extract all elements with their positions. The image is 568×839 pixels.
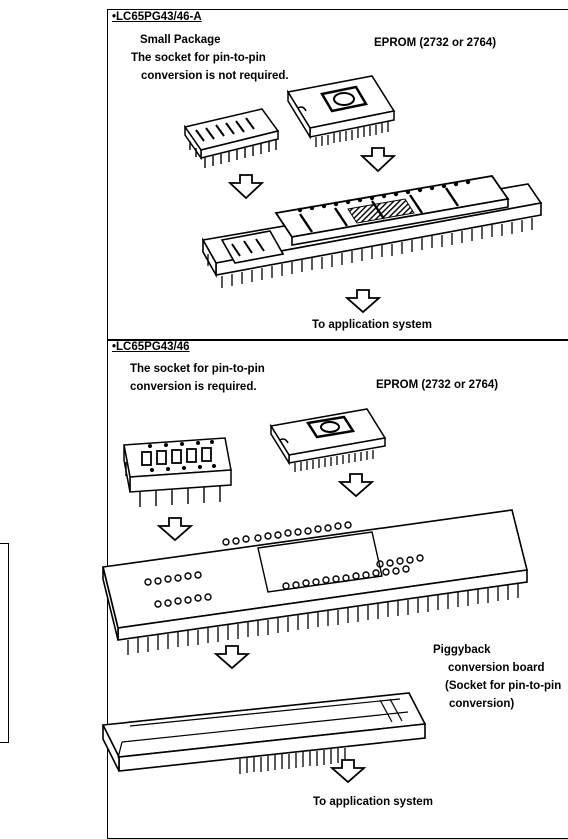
small-package-chip — [183, 108, 280, 168]
down-arrow-4 — [156, 517, 194, 542]
top-description-line-3: conversion is not required. — [141, 70, 289, 82]
bottom-description-line-1: The socket for pin-to-pin — [130, 363, 265, 375]
piggyback-board — [102, 509, 528, 655]
piggyback-label-line-2: conversion board — [448, 662, 545, 674]
down-arrow-7 — [329, 759, 367, 784]
eprom-chip-top — [286, 75, 396, 147]
top-description-line-2: The socket for pin-to-pin — [131, 52, 266, 64]
top-description-line-1: Small Package — [140, 34, 221, 46]
down-arrow-5 — [337, 473, 375, 498]
piggyback-label-line-1: Piggyback — [433, 644, 491, 656]
down-arrow-3 — [344, 289, 382, 314]
target-socket-base — [101, 692, 427, 774]
bottom-description-line-2: conversion is required. — [130, 381, 257, 393]
down-arrow-1 — [227, 174, 265, 200]
piggyback-label-line-4: conversion) — [449, 698, 515, 710]
down-arrow-2 — [359, 147, 397, 173]
eprom-chip-bottom — [269, 408, 387, 472]
top-output-label: To application system — [312, 319, 432, 331]
top-section-title: •LC65PG43/46-A — [112, 11, 202, 23]
top-panel-frame — [107, 9, 568, 341]
bottom-section-title: •LC65PG43/46 — [112, 341, 190, 353]
side-bracket — [0, 543, 9, 743]
down-arrow-6 — [213, 645, 251, 670]
conversion-socket-chip — [123, 437, 232, 507]
bottom-eprom-label: EPROM (2732 or 2764) — [376, 379, 499, 391]
piggyback-label-line-3: (Socket for pin-to-pin — [445, 680, 562, 692]
top-eprom-label: EPROM (2732 or 2764) — [374, 37, 497, 49]
bottom-output-label: To application system — [313, 796, 433, 808]
assembled-board-top — [201, 175, 543, 288]
